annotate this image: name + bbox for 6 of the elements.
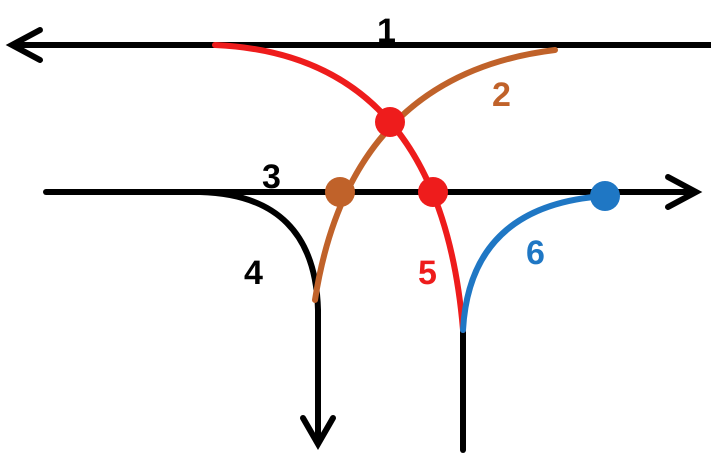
route-number: 3 bbox=[262, 160, 281, 194]
route-number: 1 bbox=[377, 14, 396, 48]
route-number: 2 bbox=[492, 78, 511, 112]
route-number: 6 bbox=[526, 236, 545, 270]
route-number: 4 bbox=[244, 256, 263, 290]
route-number: 5 bbox=[418, 256, 437, 290]
